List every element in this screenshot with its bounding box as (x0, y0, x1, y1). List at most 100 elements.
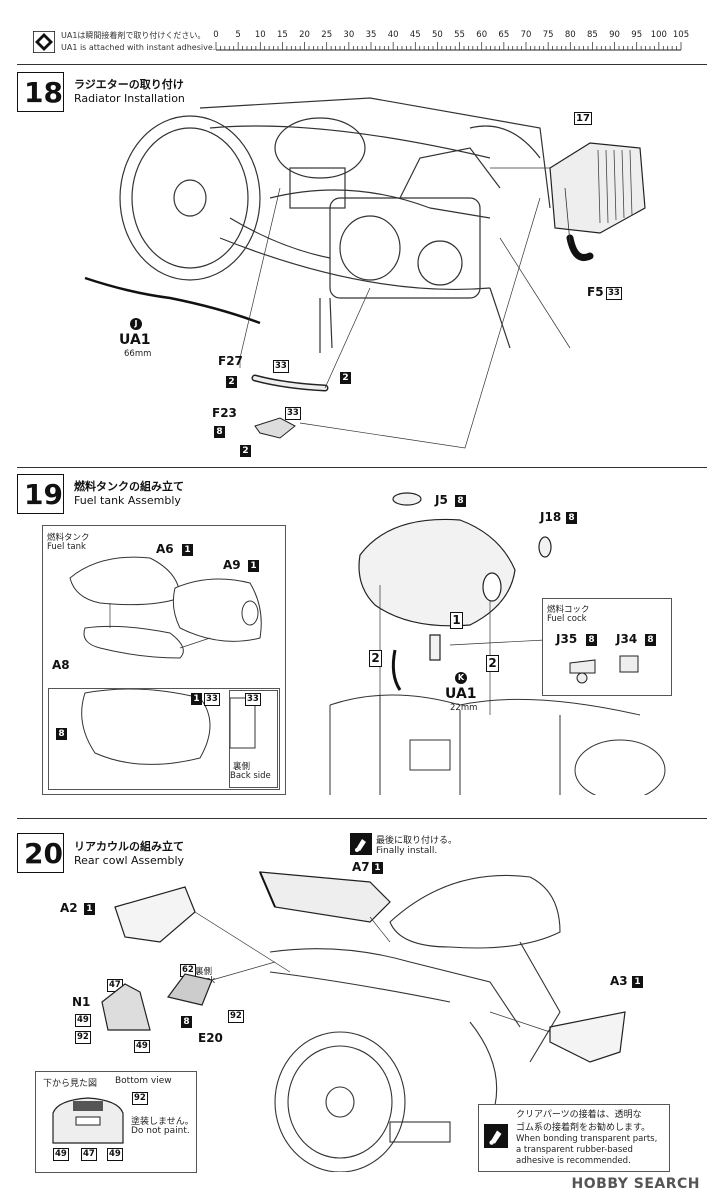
ua-note-jp: UA1は瞬間接着剤で取り付けください。 (61, 31, 206, 40)
back-side-en: Back side (230, 771, 271, 781)
ruler-tick-label: 0 (213, 30, 219, 40)
ruler-tick-label: 95 (631, 30, 643, 40)
step-ref-1: 1 (450, 612, 463, 629)
paint-8: 8 (645, 634, 656, 646)
k-marker: K (455, 672, 467, 684)
clear-parts-note (478, 1104, 670, 1172)
ruler-tick-label: 85 (587, 30, 598, 40)
part-e20-label: E20 (198, 1031, 223, 1045)
part-j18-label: J18 (540, 510, 562, 524)
finally-jp: 最後に取り付ける。 (376, 836, 458, 846)
part-a3-label: A3 (610, 974, 628, 988)
paint-8: 8 (214, 426, 225, 438)
part-j5-label: J5 (435, 493, 448, 507)
paint-49: 49 (134, 1040, 150, 1053)
ruler-tick-label: 5 (235, 30, 241, 40)
ua1-length: 66mm (124, 349, 152, 359)
paint-8: 8 (586, 634, 597, 646)
step-number: 18 (24, 76, 63, 109)
paint-1: 1 (191, 693, 202, 705)
ruler-tick-label: 55 (454, 30, 465, 40)
ruler-tick-label: 35 (365, 30, 377, 40)
step-18-box (17, 72, 64, 112)
ruler-tick-label: 20 (299, 30, 310, 40)
part-f23-label: F23 (212, 406, 237, 420)
step-title-jp: リアカウルの組み立て (74, 840, 184, 853)
step-title-jp: ラジエターの取り付け (74, 78, 184, 91)
paint-33: 33 (606, 287, 622, 300)
paint-33: 33 (285, 407, 301, 420)
ruler-tick-label: 90 (609, 30, 620, 40)
step-19-box (17, 474, 64, 514)
step-title-en: Rear cowl Assembly (74, 854, 185, 867)
paint-8: 8 (566, 512, 577, 524)
ruler-tick-label: 15 (277, 30, 288, 40)
divider (17, 64, 707, 65)
n1-bottom-view-drawing (52, 1097, 124, 1144)
step-title-en: Radiator Installation (74, 92, 185, 105)
fuel-cock-box (542, 598, 672, 696)
ruler-tick-label: 30 (343, 30, 355, 40)
back-jp: 裏側 (195, 967, 213, 977)
clear-note-en3: adhesive is recommended. (516, 1156, 631, 1166)
paint-1: 1 (372, 862, 383, 874)
watermark: HOBBY SEARCH (571, 1176, 700, 1192)
ref-2: 2 (369, 650, 382, 667)
paint-8: 8 (455, 495, 466, 507)
paint-49: 49 (107, 1148, 123, 1161)
radiator-install-diagram (84, 97, 646, 449)
ua-note-en: UA1 is attached with instant adhesive. (61, 43, 216, 52)
rear-cowl-diagram (101, 871, 626, 1172)
ruler-tick-label: 65 (498, 30, 510, 40)
ruler-tick-label: 60 (476, 30, 488, 40)
paint-49: 49 (53, 1148, 69, 1161)
paint-2: 2 (226, 376, 237, 388)
no-paint-en: Do not paint. (131, 1126, 190, 1136)
clear-note-jp2: ゴム系の接着剤をお勧めします。 (516, 1123, 651, 1133)
fuel-cock-jp: 燃料コック (547, 605, 590, 615)
back-side-jp: 裏側 (233, 762, 251, 772)
no-paint-jp: 塗装しません。 (131, 1117, 194, 1127)
divider (17, 467, 707, 468)
paint-92: 92 (132, 1092, 148, 1105)
paint-49: 49 (75, 1014, 91, 1027)
step-title-en: Fuel tank Assembly (74, 494, 181, 507)
inset-title-en: Fuel tank (47, 542, 86, 552)
glue-icon (484, 1124, 508, 1148)
paint-1: 1 (632, 976, 643, 988)
inset-title-jp: 燃料タンク (47, 533, 90, 543)
step-20-box (17, 833, 64, 873)
ruler-tick-label: 40 (387, 30, 399, 40)
step-number: 20 (24, 837, 63, 870)
part-17-label: 17 (574, 112, 592, 125)
part-j35-label: J35 (556, 632, 578, 646)
paint-33: 33 (273, 360, 289, 373)
ruler-tick-label: 45 (409, 30, 421, 40)
a8-subbox (48, 688, 280, 790)
clear-note-en2: a transparent rubber-based (516, 1145, 633, 1155)
part-a8-label: A8 (52, 658, 70, 672)
finally-en: Finally install. (376, 846, 438, 856)
ruler-tick-label: 25 (321, 30, 333, 40)
fuel-tank-parts-drawing (69, 556, 262, 765)
ruler-scale (215, 42, 682, 51)
ruler-tick-label: 70 (520, 30, 532, 40)
fuel-cock-parts (569, 655, 639, 684)
clear-note-en1: When bonding transparent parts, (516, 1134, 658, 1144)
ua1-label: UA1 (119, 332, 151, 348)
ruler-tick-label: 80 (564, 30, 576, 40)
glue-icon (350, 833, 372, 855)
step-title-jp: 燃料タンクの組み立て (74, 480, 184, 493)
ref-2: 2 (486, 655, 499, 672)
instant-adhesive-icon (33, 31, 55, 53)
paint-1: 1 (84, 903, 95, 915)
part-a6-label: A6 (156, 542, 174, 556)
fuel-tank-inset (42, 525, 286, 795)
part-f27-label: F27 (218, 354, 243, 368)
ua1-label: UA1 (445, 686, 477, 702)
paint-2: 2 (340, 372, 351, 384)
paint-1: 1 (248, 560, 259, 572)
ruler-tick-label: 105 (672, 30, 690, 40)
ruler-tick-label: 75 (542, 30, 554, 40)
